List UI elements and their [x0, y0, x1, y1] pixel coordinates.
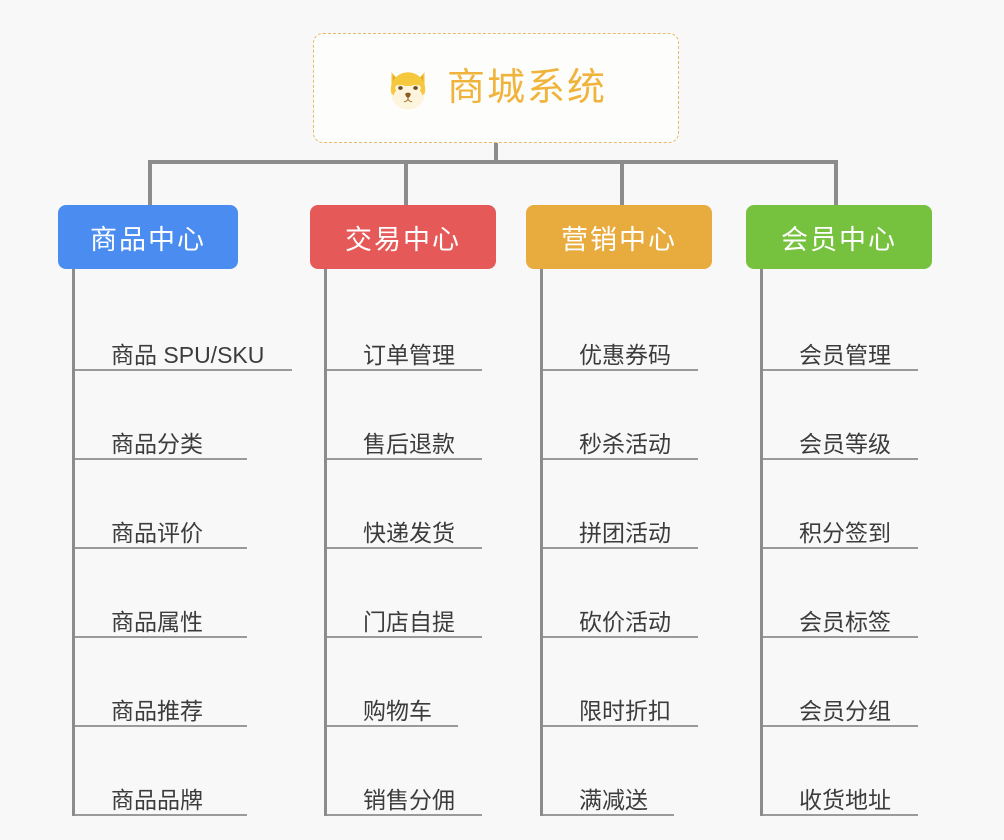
leaf-item[interactable]: 订单管理: [327, 282, 482, 371]
leaf-label: 砍价活动: [579, 608, 671, 635]
branch-column-1: 商品中心 商品 SPU/SKU 商品分类 商品评价 商品属性 商品推荐 商品品牌: [58, 205, 292, 816]
leaf-item[interactable]: 限时折扣: [543, 638, 698, 727]
leaf-item[interactable]: 拼团活动: [543, 460, 698, 549]
leaf-item[interactable]: 会员等级: [763, 371, 918, 460]
leaf-label: 售后退款: [363, 430, 455, 457]
branch-column-4: 会员中心 会员管理 会员等级 积分签到 会员标签 会员分组 收货地址: [746, 205, 932, 816]
leaf-label: 商品评价: [111, 519, 203, 546]
leaf-label: 限时折扣: [579, 697, 671, 724]
leaf-label: 积分签到: [799, 519, 891, 546]
leaf-item[interactable]: 优惠券码: [543, 282, 698, 371]
leaf-label: 收货地址: [799, 786, 891, 813]
leaf-item[interactable]: 商品品牌: [75, 727, 247, 816]
leaf-label: 销售分佣: [363, 786, 455, 813]
branch-column-2: 交易中心 订单管理 售后退款 快递发货 门店自提 购物车 销售分佣: [310, 205, 496, 816]
leaf-label: 秒杀活动: [579, 430, 671, 457]
leaf-item[interactable]: 商品推荐: [75, 638, 247, 727]
connector-root-stem: [494, 143, 498, 163]
leaf-item[interactable]: 会员标签: [763, 549, 918, 638]
leaf-item[interactable]: 商品 SPU/SKU: [75, 282, 292, 371]
branch-leaf-list-3: 优惠券码 秒杀活动 拼团活动 砍价活动 限时折扣 满减送: [540, 269, 712, 816]
connector-horizontal-bus: [148, 160, 836, 164]
leaf-label: 会员分组: [799, 697, 891, 724]
leaf-label: 购物车: [363, 697, 432, 724]
branch-header-4[interactable]: 会员中心: [746, 205, 932, 269]
connector-drop-3: [620, 160, 624, 206]
leaf-label: 商品品牌: [111, 786, 203, 813]
leaf-item[interactable]: 门店自提: [327, 549, 482, 638]
leaf-label: 会员标签: [799, 608, 891, 635]
root-title: 商城系统: [446, 67, 607, 109]
leaf-item[interactable]: 购物车: [327, 638, 458, 727]
branch-header-label: 商品中心: [90, 224, 206, 255]
branch-header-label: 交易中心: [345, 224, 461, 255]
connector-drop-4: [834, 160, 838, 206]
leaf-label: 门店自提: [363, 608, 455, 635]
root-node-mall-system[interactable]: 商城系统: [313, 33, 679, 143]
leaf-label: 拼团活动: [579, 519, 671, 546]
leaf-label: 优惠券码: [579, 341, 671, 368]
leaf-label: 商品属性: [111, 608, 203, 635]
branch-header-3[interactable]: 营销中心: [526, 205, 712, 269]
leaf-item[interactable]: 商品属性: [75, 549, 247, 638]
leaf-label: 商品分类: [111, 430, 203, 457]
leaf-label: 商品 SPU/SKU: [111, 341, 265, 368]
leaf-item[interactable]: 会员分组: [763, 638, 918, 727]
branch-header-2[interactable]: 交易中心: [310, 205, 496, 269]
shiba-dog-face-icon: [390, 72, 426, 110]
branch-leaf-list-2: 订单管理 售后退款 快递发货 门店自提 购物车 销售分佣: [324, 269, 496, 816]
leaf-label: 会员管理: [799, 341, 891, 368]
leaf-item[interactable]: 销售分佣: [327, 727, 482, 816]
connector-drop-2: [404, 160, 408, 206]
branch-header-1[interactable]: 商品中心: [58, 205, 238, 269]
leaf-item[interactable]: 商品分类: [75, 371, 247, 460]
leaf-item[interactable]: 会员管理: [763, 282, 918, 371]
leaf-item[interactable]: 满减送: [543, 727, 674, 816]
leaf-item[interactable]: 收货地址: [763, 727, 918, 816]
branch-column-3: 营销中心 优惠券码 秒杀活动 拼团活动 砍价活动 限时折扣 满减送: [526, 205, 712, 816]
leaf-item[interactable]: 售后退款: [327, 371, 482, 460]
branch-leaf-list-1: 商品 SPU/SKU 商品分类 商品评价 商品属性 商品推荐 商品品牌: [72, 269, 292, 816]
connector-drop-1: [148, 160, 152, 206]
leaf-label: 会员等级: [799, 430, 891, 457]
leaf-item[interactable]: 砍价活动: [543, 549, 698, 638]
branch-leaf-list-4: 会员管理 会员等级 积分签到 会员标签 会员分组 收货地址: [760, 269, 932, 816]
leaf-item[interactable]: 积分签到: [763, 460, 918, 549]
branch-header-label: 营销中心: [561, 224, 677, 255]
branch-header-label: 会员中心: [781, 224, 897, 255]
leaf-item[interactable]: 秒杀活动: [543, 371, 698, 460]
leaf-label: 快递发货: [363, 519, 455, 546]
leaf-label: 满减送: [579, 786, 648, 813]
leaf-label: 订单管理: [363, 341, 455, 368]
leaf-label: 商品推荐: [111, 697, 203, 724]
leaf-item[interactable]: 快递发货: [327, 460, 482, 549]
leaf-item[interactable]: 商品评价: [75, 460, 247, 549]
